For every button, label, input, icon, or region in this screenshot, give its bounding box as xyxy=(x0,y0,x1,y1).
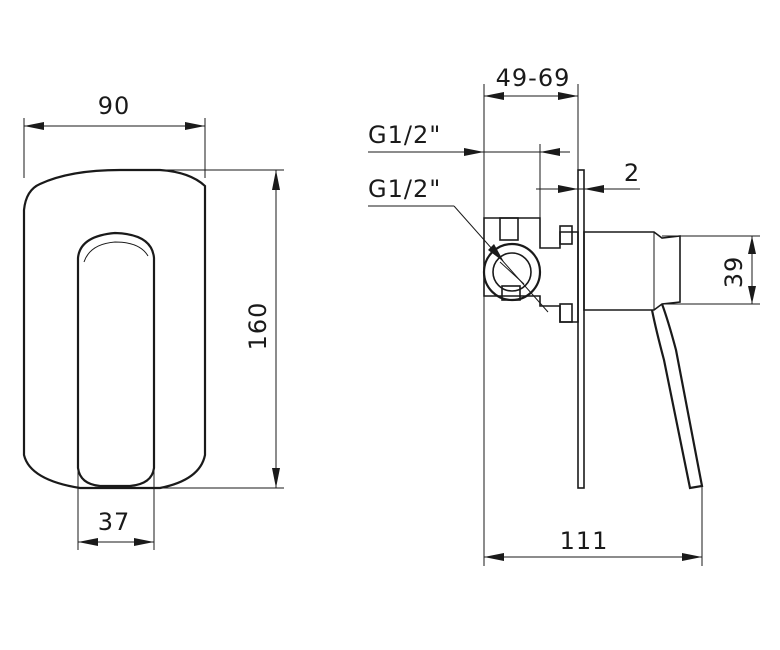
dim-label-160: 160 xyxy=(244,302,272,351)
top-inlet-stub xyxy=(499,217,519,241)
dim-label-39: 39 xyxy=(720,256,748,289)
front-view: 90 160 37 xyxy=(22,92,284,550)
handle-lever-outline xyxy=(76,231,156,488)
side-view: 49-69 G1/2" 2 G1/2" 39 111 xyxy=(368,64,760,566)
mixer-body xyxy=(483,217,579,323)
handle-lever-edge xyxy=(83,241,149,263)
inlet-bottom-stub xyxy=(501,285,521,301)
dim-label-111: 111 xyxy=(560,527,609,555)
handle-body xyxy=(583,231,681,311)
dim-label-2: 2 xyxy=(624,159,640,187)
flange-bolt-bottom xyxy=(559,303,573,323)
handle-lever-side xyxy=(650,303,704,490)
cover-plate-outline xyxy=(22,168,207,490)
dim-label-37: 37 xyxy=(98,508,131,536)
dim-label-90: 90 xyxy=(98,92,131,120)
inlet-inner-ring xyxy=(492,252,532,292)
thread-label-bottom: G1/2" xyxy=(368,175,441,203)
flange-bolt-top xyxy=(559,225,573,245)
dim-label-49-69: 49-69 xyxy=(496,64,571,92)
thread-label-top: G1/2" xyxy=(368,121,441,149)
wall-plate xyxy=(577,169,585,489)
